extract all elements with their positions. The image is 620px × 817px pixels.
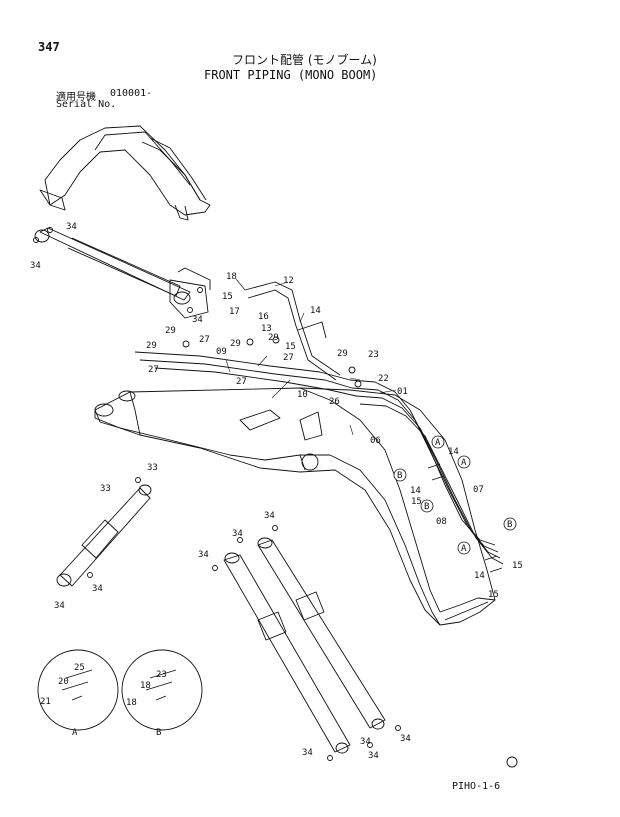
callout-33: 34: [302, 748, 313, 758]
arm-cylinder: [56, 477, 152, 587]
callout-07: 07: [473, 485, 484, 495]
detail-caption-b: B: [156, 728, 161, 738]
callout-34: 33: [100, 484, 111, 494]
callout-29: 26: [329, 397, 340, 407]
callout-06: 06: [370, 436, 381, 446]
callout-34: 33: [147, 463, 158, 473]
callout-27: 25: [74, 663, 85, 673]
callout-15: 15: [411, 497, 422, 507]
serial-label-english: Serial No.: [56, 99, 117, 110]
callout-15: 15: [488, 590, 499, 600]
callout-33: 34: [232, 529, 243, 539]
callout-23: 23: [368, 350, 379, 360]
excavator-thumbnail: [39, 125, 211, 221]
callout-labels: 34 34 34 18 12 15 14 17 16 13 29 29 29 2…: [30, 222, 523, 761]
callout-31: 29: [230, 339, 241, 349]
callout-15: 15: [285, 342, 296, 352]
callout-33: 34: [30, 261, 41, 271]
callout-33: 34: [368, 751, 379, 761]
detail-marker-b: B: [424, 502, 429, 512]
callout-08: 08: [436, 517, 447, 527]
callout-30: 27: [199, 335, 210, 345]
callout-10: 10: [297, 390, 308, 400]
boom-body: [94, 387, 496, 626]
callout-09: 09: [216, 347, 227, 357]
boom-cylinder-upper: [33, 227, 211, 319]
callout-23: 23: [156, 670, 167, 680]
callout-31: 29: [268, 333, 279, 343]
callout-31: 29: [146, 341, 157, 351]
serial-value: 010001-: [110, 88, 153, 99]
detail-caption-a: A: [72, 728, 78, 738]
callout-01: 01: [397, 387, 408, 397]
detail-marker-a: A: [461, 458, 467, 468]
callout-25: 20: [58, 677, 69, 687]
callout-15: 15: [222, 292, 233, 302]
callout-14: 14: [310, 306, 321, 316]
title-japanese: フロント配管 (モノブーム): [232, 53, 377, 67]
callout-21: 18: [126, 698, 137, 708]
callout-14: 14: [410, 486, 421, 496]
callout-14: 14: [448, 447, 459, 457]
detail-marker-b: B: [397, 471, 402, 481]
callout-30: 27: [283, 353, 294, 363]
pipe-bundle: [134, 281, 504, 573]
callout-33: 34: [54, 601, 65, 611]
document-code: PIHO-1-6: [452, 781, 501, 792]
callout-22: 22: [378, 374, 389, 384]
detail-circles: [37, 649, 203, 731]
callout-33: 34: [400, 734, 411, 744]
callout-33: 34: [66, 222, 77, 232]
callout-18: 18: [226, 272, 237, 282]
registered-mark-icon: [506, 756, 518, 768]
callout-30: 27: [236, 377, 247, 387]
page-number: 347: [38, 40, 60, 54]
detail-marker-a: A: [435, 438, 441, 448]
callout-26: 21: [40, 697, 51, 707]
callout-14: 14: [474, 571, 485, 581]
leader-lines: [225, 278, 397, 436]
detail-marker-b: B: [507, 520, 512, 530]
title-english: FRONT PIPING (MONO BOOM): [204, 68, 378, 82]
callout-15: 15: [512, 561, 523, 571]
detail-letter-markers: A A B B B A A B: [72, 435, 517, 738]
callout-33: 34: [192, 315, 203, 325]
callout-33: 34: [92, 584, 103, 594]
callout-16: 16: [258, 312, 269, 322]
callout-31: 29: [337, 349, 348, 359]
callout-12: 12: [283, 276, 294, 286]
serial-label-japanese: 適用号機: [56, 92, 96, 103]
callout-13: 13: [261, 324, 272, 334]
bucket-cylinders: [212, 525, 401, 761]
callout-20: 18: [140, 681, 151, 691]
callout-33: 34: [198, 550, 209, 560]
detail-marker-a: A: [461, 544, 467, 554]
callout-30: 27: [148, 365, 159, 375]
callout-31: 29: [165, 326, 176, 336]
callout-33: 34: [360, 737, 371, 747]
callout-33: 34: [264, 511, 275, 521]
callout-17: 17: [229, 307, 240, 317]
